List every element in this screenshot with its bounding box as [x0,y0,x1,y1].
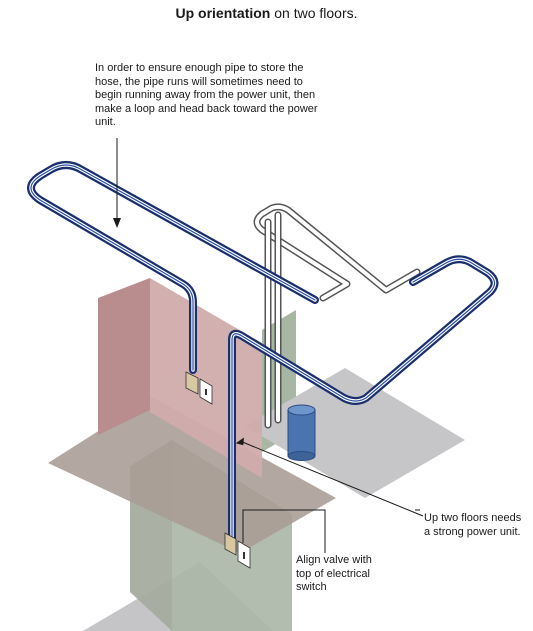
upper-wall-left [98,278,150,435]
blue-pipe-run [27,161,499,542]
callout-leader-lines [116,138,424,553]
title-rest: on two floors. [270,5,358,21]
power-unit-floor [245,368,465,498]
arrowhead-pipe-note [113,218,121,228]
lower-valve [224,532,237,556]
upper-valve [185,371,199,395]
pipe-loop-callout: In order to ensure enough pipe to store … [95,62,318,128]
lower-electrical-switch [237,540,251,569]
upper-floor-plane [48,397,336,553]
power-unit [287,404,316,461]
title-bold: Up orientation [175,5,271,21]
power-unit-callout: Up two floors needs a strong power unit. [424,512,522,538]
white-pipe-run [253,203,421,429]
valve-alignment-callout: Align valve with top of electrical switc… [296,554,372,593]
upper-electrical-switch [199,378,213,405]
arrowhead-power-note [235,437,244,446]
diagram-title: Up orientation on two floors. [0,4,533,22]
